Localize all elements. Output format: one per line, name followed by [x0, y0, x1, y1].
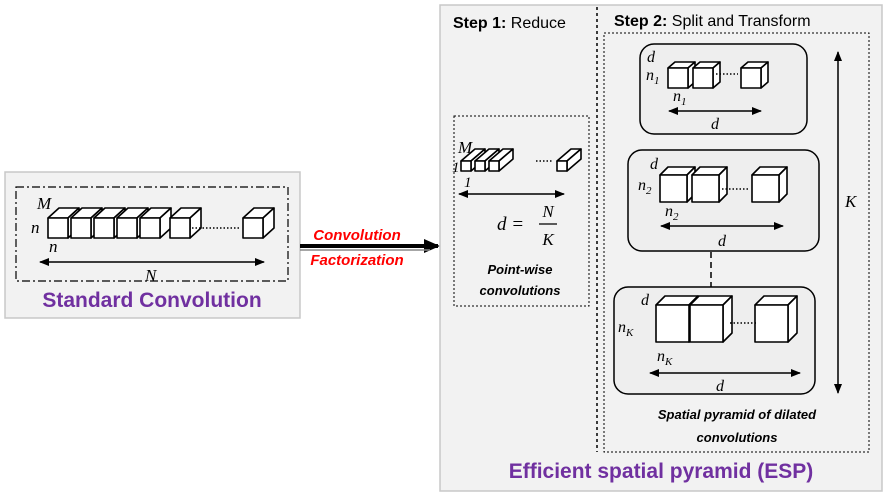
group2-cube: [751, 166, 788, 203]
step2-frame: [603, 32, 870, 453]
groupK-label-d: d: [641, 292, 650, 309]
groupK-label-n-sub: K: [625, 327, 634, 339]
step2-caption-line2: convolutions: [697, 430, 778, 445]
standard-panel-bg: [4, 171, 301, 319]
step2-title: Step 2: Split and Transform: [614, 13, 811, 30]
group1-label-d-bottom: d: [711, 116, 720, 133]
standard-convolution-panel: M n n N Standard Convolution: [4, 171, 301, 319]
group1-cube-row: [667, 61, 769, 89]
pointwise-caption-line1: Point-wise: [487, 262, 552, 277]
pointwise-cube-row: [460, 148, 582, 172]
group2-label-n: n2: [638, 177, 652, 197]
group2-label-nb-sub: 2: [673, 211, 679, 223]
factorization-label-line2: Factorization: [310, 252, 403, 269]
esp-title: Efficient spatial pyramid (ESP): [509, 460, 814, 483]
pointwise-slab: [556, 148, 582, 172]
step2-title-bold: Step 2:: [614, 13, 667, 30]
esp-panel: Step 1: Reduce M 1 1 d = N K Point-wise …: [439, 4, 883, 492]
group2-label-nb-base: n: [665, 203, 673, 220]
pointwise-label-1-bottom: 1: [464, 175, 472, 191]
groupK-label-nb-sub: K: [664, 356, 673, 368]
step2-caption-line1: Spatial pyramid of dilated: [658, 407, 817, 422]
step1-title: Step 1: Reduce: [453, 15, 566, 32]
step2-title-rest: Split and Transform: [667, 13, 810, 30]
group1-label-n-sub: 1: [654, 75, 660, 87]
standard-label-n-bottom: n: [49, 237, 58, 256]
pointwise-label-M: M: [457, 138, 473, 157]
factorization-label-line1: Convolution: [313, 227, 400, 244]
group1-label-nb-base: n: [673, 88, 681, 105]
group2-label-n-base: n: [638, 177, 646, 194]
group1-label-n: n1: [646, 67, 660, 87]
standard-dashdot-frame: [15, 186, 289, 282]
group2-cube: [659, 166, 696, 203]
group1-label-d: d: [647, 49, 656, 66]
pointwise-slab: [488, 148, 514, 172]
groupK-label-n-base: n: [618, 319, 626, 336]
step1-title-rest: Reduce: [506, 15, 566, 32]
pointwise-eq-lhs: d =: [497, 214, 524, 235]
step1-title-bold: Step 1:: [453, 15, 506, 32]
pointwise-frame: [453, 115, 590, 307]
groupK-cube: [754, 295, 798, 343]
group2-label-n-sub: 2: [646, 185, 652, 197]
factorization-arrow-group: Convolution Factorization: [300, 227, 440, 269]
group2-cube-row: [659, 166, 788, 203]
group1-cube: [667, 61, 696, 89]
group2-label-d: d: [650, 156, 659, 173]
group2-label-d-bottom: d: [718, 233, 727, 250]
group1-cube: [692, 61, 721, 89]
standard-label-M: M: [36, 194, 52, 213]
groupK-label-nb: nK: [657, 348, 673, 368]
pointwise-caption-line2: convolutions: [480, 283, 561, 298]
pointwise-eq-den: K: [541, 230, 555, 249]
groupK-label-d-bottom: d: [716, 378, 725, 395]
group1-card: [639, 43, 808, 135]
groupK-cube: [689, 295, 733, 343]
groupK-cube-row: [655, 295, 798, 343]
pointwise-label-1-side: 1: [452, 160, 460, 176]
group2-label-nb: n2: [665, 203, 679, 223]
standard-cube-row: [47, 207, 275, 239]
standard-label-N: N: [144, 266, 158, 285]
label-K: K: [844, 192, 858, 211]
standard-label-n-side: n: [31, 218, 40, 237]
standard-convolution-title: Standard Convolution: [42, 289, 261, 312]
group1-label-n-base: n: [646, 67, 654, 84]
groupK-label-n: nK: [618, 319, 634, 339]
group1-cube: [740, 61, 769, 89]
group2-cube: [691, 166, 728, 203]
standard-cube: [242, 207, 275, 239]
pointwise-eq-num: N: [541, 202, 555, 221]
groupK-label-nb-base: n: [657, 348, 665, 365]
group1-label-nb-sub: 1: [681, 96, 687, 108]
group1-label-nb: n1: [673, 88, 687, 108]
standard-cube: [169, 207, 202, 239]
